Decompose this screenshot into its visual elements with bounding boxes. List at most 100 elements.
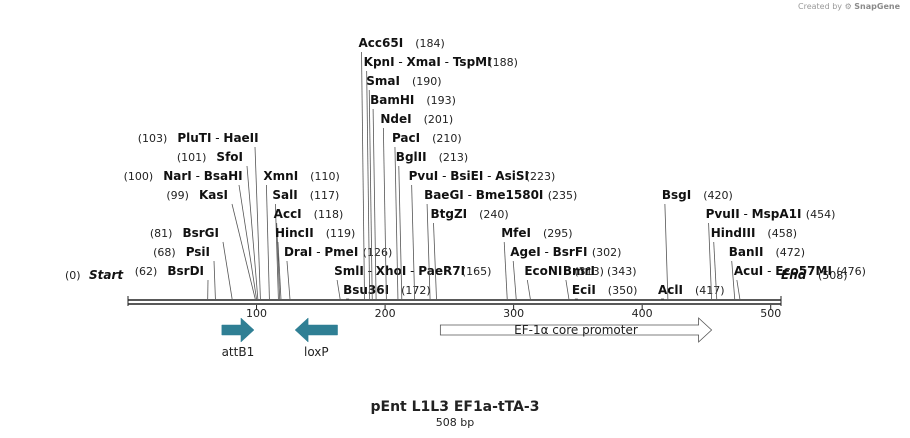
site-position: (235) <box>548 189 578 202</box>
site-label: BsgI <box>662 188 691 202</box>
site-acci: AccI(118) <box>274 207 343 300</box>
site-label: MfeI <box>501 226 531 240</box>
site-leader-line <box>411 184 416 300</box>
site-leader-line <box>398 165 403 300</box>
site-position: (201) <box>424 113 454 126</box>
site-position: (110) <box>310 170 340 183</box>
site-leader-line <box>565 279 570 300</box>
site-position: (350) <box>608 284 638 297</box>
axis-tick-label: 500 <box>760 307 781 320</box>
site-label: BglII <box>396 150 427 164</box>
site-leader-line <box>222 241 233 300</box>
site-hincii: HincII (119) <box>275 226 356 300</box>
site-leader-line <box>274 203 279 300</box>
site-baegi-bme1580i: BaeGI - Bme1580I (235) <box>424 188 578 300</box>
site-label: PsiI <box>186 245 210 259</box>
site-leader-line <box>366 70 371 300</box>
site-hindiii: HindIII(458) <box>711 226 797 300</box>
site-position: (295) <box>543 227 573 240</box>
site-bsgi: BsgI (420) <box>662 188 733 300</box>
site-label: PluTI - HaeII <box>177 131 258 145</box>
site-bamhi: BamHI(193) <box>370 93 456 300</box>
site-position: (188) <box>488 56 518 69</box>
feature-arrow <box>221 317 255 343</box>
feature-ef-1-core-promoter: EF-1α core promoter <box>439 317 713 343</box>
site-leader-line <box>382 127 387 300</box>
site-sali: SalI(117) <box>272 188 340 300</box>
site-position: (184) <box>415 37 445 50</box>
site-position: (119) <box>326 227 356 240</box>
site-psii: (68) PsiI <box>153 245 216 300</box>
site-label: EcoNI <box>524 264 562 278</box>
site-leader-line <box>368 89 373 300</box>
site-acui-eco57mi: AcuI - Eco57MI (476) <box>734 264 866 300</box>
site-position: (103) <box>138 132 168 145</box>
site-position: (420) <box>703 189 733 202</box>
site-banii: BanII(472) <box>729 245 805 300</box>
site-pvui-bsiei-asisi: PvuI - BsiEI - AsiSI(223) <box>409 169 555 300</box>
credit-brand: SnapGene <box>854 2 900 11</box>
feature-arrow <box>439 317 713 343</box>
site-position: (99) <box>166 189 189 202</box>
feature-loxp: loxP <box>294 317 338 359</box>
site-label: SmlI - XhoI - PaeR7I <box>334 264 465 278</box>
site-label: BaeGI - Bme1580I <box>424 188 543 202</box>
feature-arrow <box>294 317 338 343</box>
site-econi: EcoNI(313) <box>524 264 604 300</box>
axis-tick-label: 200 <box>375 307 396 320</box>
map-length: 508 bp <box>435 416 475 429</box>
site-position: (117) <box>310 189 340 202</box>
site-label: NarI - BsaHI <box>163 169 242 183</box>
site-acc65i: Acc65I(184) <box>359 36 445 300</box>
axis-tick-label: 300 <box>503 307 524 320</box>
site-label: NdeI <box>380 112 411 126</box>
site-leader-line <box>213 260 216 300</box>
sequence-backbone <box>127 296 782 306</box>
site-pluti-haeii: (103) PluTI - HaeII <box>138 131 261 300</box>
site-label: AgeI - BsrFI <box>510 245 587 259</box>
site-label: BanII <box>729 245 764 259</box>
site-label: HincII <box>275 226 314 240</box>
site-position: (302) <box>592 246 622 259</box>
site-label: PvuII - MspA1I <box>706 207 802 221</box>
site-position: (458) <box>767 227 797 240</box>
site-label: BsrGI <box>182 226 219 240</box>
site-position: (343) <box>607 265 637 278</box>
site-pvuii-mspa1i: PvuII - MspA1I (454) <box>706 207 836 300</box>
site-leader-line <box>265 184 270 300</box>
site-smai: SmaI(190) <box>366 74 442 300</box>
feature-label: EF-1α core promoter <box>514 323 638 337</box>
site-label: AcuI - Eco57MI <box>734 264 832 278</box>
site-bglii: BglII(213) <box>396 150 468 300</box>
site-position: (417) <box>695 284 725 297</box>
site-sfoi: (101)SfoI <box>177 150 259 300</box>
site-bmri: BmrI(343) <box>563 264 637 300</box>
site-leader-line <box>372 108 377 300</box>
site-leader-line <box>254 146 261 300</box>
site-leader-line <box>503 241 508 300</box>
snapgene-credit: Created by ⚙ SnapGene <box>798 2 900 11</box>
site-label: SfoI <box>216 150 243 164</box>
site-bsrdi: (62)BsrDI <box>135 264 209 300</box>
site-position: (62) <box>135 265 158 278</box>
credit-prefix: Created by <box>798 2 843 11</box>
site-label: BamHI <box>370 93 414 107</box>
map-title: pEnt L1L3 EF1a-tTA-3 <box>370 399 540 415</box>
snapgene-logo-icon: ⚙ <box>844 2 852 11</box>
site-position: (454) <box>806 208 836 221</box>
site-leader-line <box>286 260 291 300</box>
restriction-sites: (62)BsrDI(68)PsiI(81)BsrGI(99)KasI(100)N… <box>124 36 866 300</box>
features: attB1 loxP EF-1α core promoter <box>221 317 713 359</box>
feature-label: attB1 <box>222 345 255 359</box>
site-xmni: XmnI(110) <box>263 169 340 300</box>
site-leader-line <box>361 51 365 300</box>
site-btgzi: BtgZI(240) <box>431 207 509 300</box>
site-position: (165) <box>462 265 492 278</box>
site-position: (476) <box>836 265 866 278</box>
site-position: (68) <box>153 246 176 259</box>
site-bsu36i: Bsu36I(172) <box>343 283 431 300</box>
site-position: (100) <box>124 170 154 183</box>
site-bsrgi: (81)BsrGI <box>150 226 233 300</box>
site-leader-line <box>664 203 669 300</box>
